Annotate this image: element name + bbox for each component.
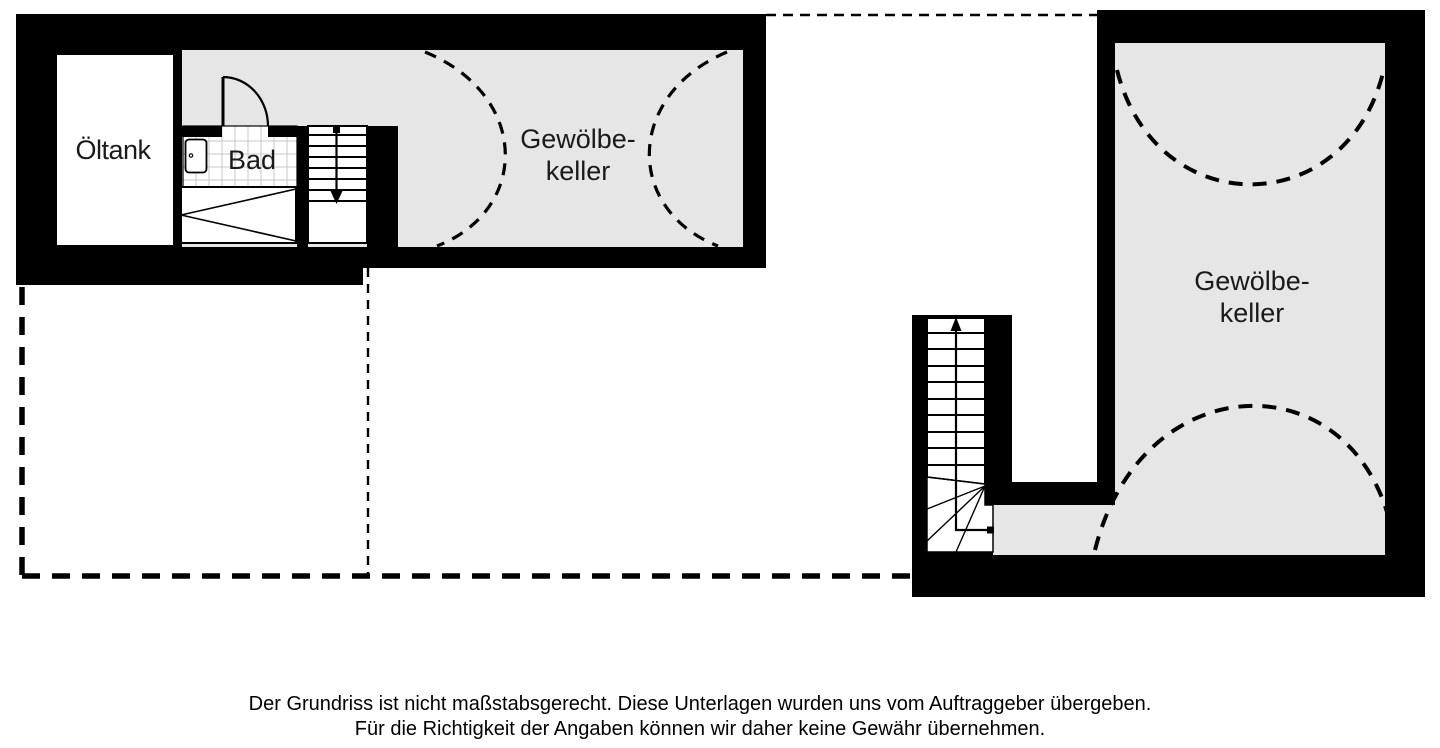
stair-arrow-start-dot bbox=[333, 126, 340, 133]
left-building-wall-step bbox=[16, 240, 363, 285]
stair-arrow-down bbox=[330, 126, 343, 204]
left-stair-wall-left bbox=[297, 126, 308, 247]
bathtub-outline bbox=[180, 186, 297, 244]
right-annex-u-wall bbox=[1012, 482, 1097, 505]
stair-up-start-dot bbox=[987, 526, 994, 534]
oiltank-label: Öltank bbox=[75, 135, 151, 165]
right-building: Gewölbe- keller bbox=[912, 10, 1425, 597]
right-vault-arc-north bbox=[1115, 69, 1385, 187]
disclaimer: Der Grundriss ist nicht maßstabsgerecht.… bbox=[0, 692, 1400, 742]
left-vault-arc-east bbox=[647, 50, 728, 248]
left-vault-arc-west bbox=[424, 50, 507, 248]
bath-wall-left-of-door bbox=[182, 126, 222, 137]
left-vault-label-line2: keller bbox=[546, 156, 611, 186]
stair-up-arrow-head bbox=[950, 317, 962, 331]
left-staircase bbox=[297, 125, 398, 247]
oiltank-room bbox=[57, 55, 173, 245]
disclaimer-line2: Für die Richtigkeit der Angaben können w… bbox=[354, 718, 1046, 740]
bath-label: Bad bbox=[228, 145, 276, 175]
stair-up-walk-line bbox=[954, 329, 989, 532]
sink-drain bbox=[188, 153, 194, 158]
right-annex-bottom-wall bbox=[1012, 555, 1097, 597]
right-vault-arc-south bbox=[1093, 403, 1389, 551]
property-boundary bbox=[19, 13, 1097, 579]
right-vault-label-line1: Gewölbe- bbox=[1194, 266, 1310, 296]
stair-arrow-head bbox=[330, 191, 343, 204]
stair-arrow-up bbox=[950, 317, 994, 534]
bath-room: Bad bbox=[182, 75, 298, 188]
bathtub-symbol bbox=[180, 186, 297, 244]
sink-basin bbox=[184, 138, 208, 174]
left-stair-wall-right bbox=[367, 126, 398, 247]
sink bbox=[184, 138, 208, 174]
left-vault-label-line1: Gewölbe- bbox=[520, 124, 636, 154]
left-building: Öltank Bad bbox=[16, 14, 766, 285]
door-swing-arc bbox=[222, 75, 270, 127]
right-staircase bbox=[926, 317, 994, 553]
right-vault-label-line2: keller bbox=[1220, 298, 1285, 328]
bathtub-cross-lines bbox=[180, 188, 297, 242]
bath-wall-right-of-door bbox=[268, 126, 298, 137]
bath-door bbox=[221, 75, 270, 127]
disclaimer-line1: Der Grundriss ist nicht maßstabsgerecht.… bbox=[248, 693, 1152, 715]
right-vault-room-floor bbox=[1115, 43, 1385, 555]
